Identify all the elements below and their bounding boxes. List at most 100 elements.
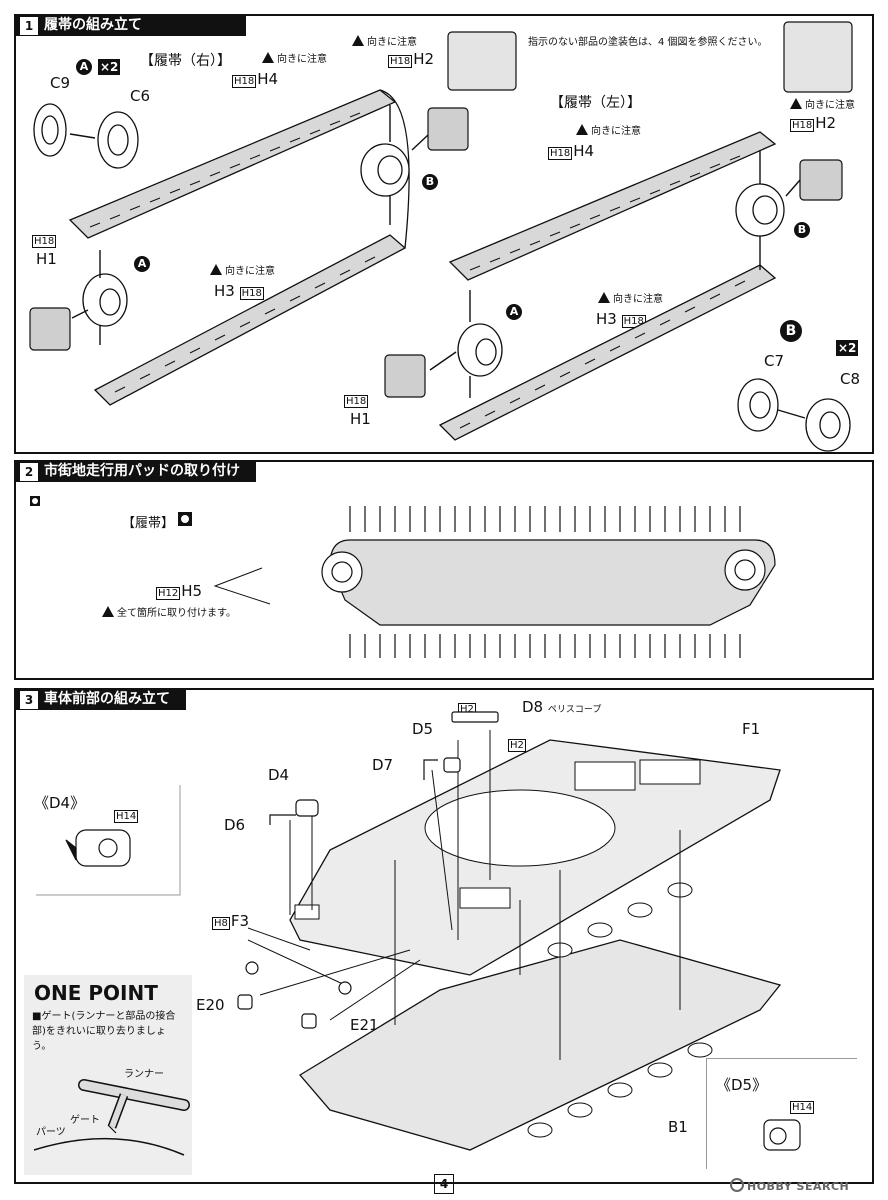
label-runner: ランナー: [124, 1069, 164, 1080]
part-f3-text: F3: [230, 912, 250, 930]
warning-icon: [598, 292, 610, 303]
caution-text: 向きに注意: [591, 126, 641, 137]
part-box: H12: [156, 587, 181, 600]
marker-b-callout: B: [780, 320, 802, 342]
one-point-title: ONE POINT: [34, 981, 158, 1005]
warning-icon: [262, 52, 274, 63]
caution-h3-right: 向きに注意: [210, 262, 275, 277]
part-c7: C7: [764, 352, 785, 370]
part-box: H18: [548, 147, 573, 160]
caution-text: 向きに注意: [277, 54, 327, 65]
inset-d5-label: 《D5》: [716, 1076, 768, 1094]
part-d8-text: D8: [522, 698, 544, 716]
part-box: H18: [790, 119, 815, 132]
section-3-title: 車体前部の組み立て: [44, 691, 170, 707]
warning-icon: [790, 98, 802, 109]
section-3-number: 3: [20, 691, 38, 709]
part-c6: C6: [130, 87, 151, 105]
part-box: H18: [232, 75, 257, 88]
part-h1-left: H18: [344, 390, 369, 408]
part-h2-box-b: H2: [508, 734, 527, 752]
track-label-2: 【履帯】: [122, 516, 175, 531]
section-1-number: 1: [20, 17, 38, 35]
pad-note-text: 全て箇所に取り付けます。: [117, 608, 236, 619]
warning-icon: [352, 35, 364, 46]
page-number: 4: [434, 1174, 454, 1194]
part-d8: D8 ペリスコープ: [522, 698, 601, 716]
track-assembly-drawing: [29, 21, 853, 452]
watermark: HOBBY SEARCH: [730, 1178, 849, 1193]
part-d7: D7: [372, 756, 394, 774]
part-h2-text: H2: [815, 114, 837, 132]
qty-x2-b: ×2: [836, 340, 859, 356]
part-h4-text: H4: [573, 142, 595, 160]
label-gate: ゲート: [70, 1115, 100, 1126]
section-3-header: 3 車体前部の組み立て: [16, 688, 186, 710]
label-parts: パーツ: [36, 1127, 66, 1138]
caution-h4-right: 向きに注意: [262, 50, 327, 65]
part-box: H2: [508, 739, 526, 752]
caution-text: 向きに注意: [613, 294, 663, 305]
marker-a-right: A: [134, 256, 150, 272]
caution-h2-right: 向きに注意: [352, 33, 417, 48]
watermark-text: HOBBY SEARCH: [747, 1180, 850, 1193]
section-1-title: 履帯の組み立て: [44, 17, 142, 33]
part-h3-text: H3: [214, 282, 235, 300]
caution-h2-left: 向きに注意: [790, 96, 855, 111]
part-e21: E21: [350, 1016, 379, 1034]
part-b1: B1: [668, 1118, 688, 1136]
pad-track-drawing: [30, 496, 776, 658]
part-f1: F1: [742, 720, 761, 738]
runner-gate-diagram: [33, 1079, 190, 1156]
section-2-number: 2: [20, 463, 38, 481]
part-d8-name: ペリスコープ: [547, 705, 602, 715]
part-box: H18: [32, 235, 57, 248]
caution-h4-left: 向きに注意: [576, 122, 641, 137]
part-h2-text: H2: [413, 50, 435, 68]
part-h1-right: H18: [32, 230, 57, 248]
part-h3-text: H3: [596, 310, 617, 328]
part-h3-right: H3 H18: [214, 282, 265, 300]
one-point-text: ■ゲート(ランナーと部品の接合部)をきれいに取り去りましょう。: [32, 1011, 176, 1052]
inset-d4-part: H14: [114, 805, 139, 823]
track-left-label: 【履帯（左）】: [550, 95, 641, 111]
part-h4-text: H4: [257, 70, 279, 88]
part-box: H14: [790, 1101, 815, 1114]
watermark-logo-icon: [730, 1178, 744, 1192]
caution-text: 向きに注意: [805, 100, 855, 111]
section-1-header: 1 履帯の組み立て: [16, 14, 246, 36]
part-box: H8: [212, 917, 230, 930]
part-d4: D4: [268, 766, 290, 784]
section-1-frame: [14, 14, 874, 454]
part-d6: D6: [224, 816, 246, 834]
caution-text: 向きに注意: [225, 266, 275, 277]
inset-d5-box: [706, 1058, 857, 1169]
inset-d4-label: 《D4》: [34, 794, 86, 812]
section-2-frame: [14, 460, 874, 680]
part-c9: C9: [50, 74, 71, 92]
warning-icon: [102, 606, 114, 617]
part-c8: C8: [840, 370, 861, 388]
part-h1-right-text: H1: [36, 250, 57, 268]
part-h1-left-text: H1: [350, 410, 371, 428]
part-h5-text: H5: [181, 582, 203, 600]
part-box: H18: [344, 395, 369, 408]
marker-a-left: A: [506, 304, 522, 320]
one-point-box: ONE POINT ■ゲート(ランナーと部品の接合部)をきれいに取り去りましょう…: [24, 975, 192, 1175]
part-e20: E20: [196, 996, 225, 1014]
track-right-label: 【履帯（右）】: [140, 53, 231, 69]
caution-text: 向きに注意: [367, 37, 417, 48]
warning-icon: [576, 124, 588, 135]
part-box: H18: [388, 55, 413, 68]
part-box: H18: [239, 287, 264, 300]
marker-b-right: B: [422, 174, 438, 190]
part-d5: D5: [412, 720, 434, 738]
